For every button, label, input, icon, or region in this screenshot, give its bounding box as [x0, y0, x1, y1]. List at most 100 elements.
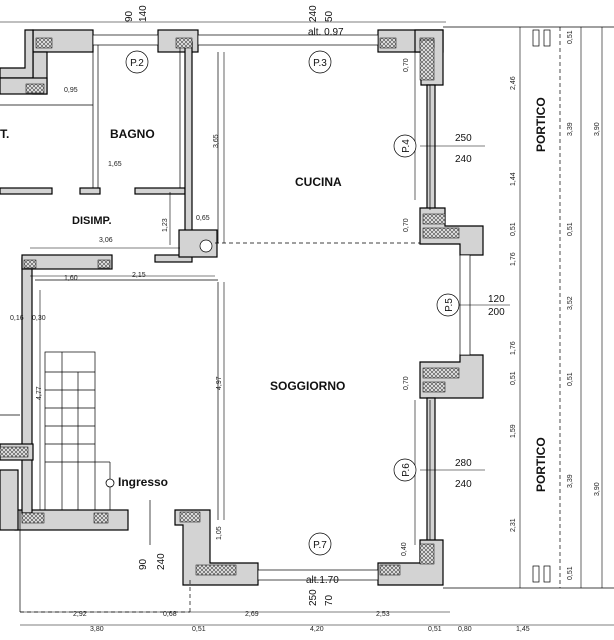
wall-entry-left — [21, 257, 33, 514]
wall-disimp-bottom — [21, 254, 113, 270]
room-label-soggiorno: SOGGIORNO — [270, 379, 345, 393]
opening-tag-p6: P.6 — [393, 458, 417, 482]
dim-label: 3,52 — [567, 296, 574, 310]
p6-width: 280 — [455, 458, 472, 469]
opening-tag-p2-text: P.2 — [130, 58, 144, 69]
room-label-cucina: CUCINA — [295, 175, 342, 189]
dimension-lines — [0, 21, 614, 626]
stair-outline — [44, 351, 96, 511]
wall-right-upper — [426, 84, 436, 211]
entry-opening-height: 240 — [156, 553, 167, 570]
opening-tag-p5: P.5 — [436, 293, 460, 317]
entry-opening-width: 90 — [138, 558, 149, 570]
dim-label: 0,51 — [567, 30, 574, 44]
dim-label: 2,15 — [132, 272, 146, 279]
opening-tag-p3-text: P.3 — [313, 58, 327, 69]
dim-label: 0,16 — [10, 315, 24, 322]
room-label-portico-top: PORTICO — [534, 97, 548, 152]
opening-tag-p7: P.7 — [308, 532, 332, 556]
dim-label: 0,65 — [196, 215, 210, 222]
dim-label: 3,80 — [90, 626, 104, 633]
entry-marker — [105, 478, 115, 488]
dim-label: 3,06 — [99, 237, 113, 244]
dim-label: 1,44 — [510, 172, 517, 186]
bottom-opening-width: 250 — [308, 589, 319, 606]
dim-label: 1,65 — [108, 161, 122, 168]
dim-label: 1,76 — [510, 341, 517, 355]
dim-label: 1,76 — [510, 252, 517, 266]
dim-label: 0,80 — [458, 626, 472, 633]
dim-label: 1,05 — [216, 526, 223, 540]
dim-label: 0,30 — [32, 315, 46, 322]
opening-tag-p6-text: P.6 — [401, 463, 412, 477]
dim-label: 4,97 — [216, 376, 223, 390]
dim-label: 2,92 — [73, 611, 87, 618]
dim-label: 4,77 — [36, 386, 43, 400]
p6-height: 240 — [455, 479, 472, 490]
dim-label: 0,70 — [403, 376, 410, 390]
dim-label: 2,53 — [376, 611, 390, 618]
dim-label: 3,39 — [567, 474, 574, 488]
sill-height-top: alt. 0.97 — [308, 27, 344, 38]
dim-label: 0,68 — [163, 611, 177, 618]
wall-disimp-top-left — [0, 187, 53, 195]
p5-width: 120 — [488, 294, 505, 305]
p4-width: 250 — [455, 133, 472, 144]
wall-bagno-right — [179, 41, 186, 193]
windows — [92, 34, 431, 581]
p4-height: 240 — [455, 154, 472, 165]
wall-disimp-top-mid — [79, 187, 101, 195]
top-opening-width: 240 — [308, 5, 319, 22]
opening-tag-p2: P.2 — [125, 50, 149, 74]
top-left-opening-width: 90 — [124, 10, 135, 22]
dim-label: 0,51 — [567, 222, 574, 236]
dim-label: 4,20 — [310, 626, 324, 633]
dim-label: 3,90 — [594, 122, 601, 136]
dim-label: 3,39 — [567, 122, 574, 136]
opening-tag-p7-text: P.7 — [313, 540, 327, 551]
top-opening-height: 50 — [324, 10, 335, 22]
dim-label: 0,51 — [192, 626, 206, 633]
column-circle — [199, 239, 213, 253]
dim-label: 0,51 — [567, 372, 574, 386]
wall-bagno-left — [92, 41, 99, 193]
room-label-portico-bottom: PORTICO — [534, 437, 548, 492]
dim-label: 0,51 — [428, 626, 442, 633]
wall-disimp-bottom-right — [154, 254, 193, 263]
opening-tag-p4: P.4 — [393, 134, 417, 158]
dimension-labels: 0,95 1,65 3,65 0,65 1,23 3,06 1,60 2,15 … — [10, 30, 601, 633]
wall-upper-left-outer — [0, 29, 34, 79]
top-left-opening-height: 140 — [138, 5, 149, 22]
dim-label: 0,70 — [403, 58, 410, 72]
room-label-partial: T. — [0, 127, 9, 141]
dim-label: 1,45 — [516, 626, 530, 633]
wall-disimp-top-right — [134, 187, 186, 195]
sill-height-bottom: alt.1.70 — [306, 575, 339, 586]
dim-label: 1,60 — [64, 275, 78, 282]
room-label-disimp: DISIMP. — [72, 215, 112, 227]
wall-kitchen-left — [184, 41, 193, 256]
dim-label: 1,23 — [162, 218, 169, 232]
stair-treads — [45, 352, 111, 510]
dim-label: 3,90 — [594, 482, 601, 496]
dim-label: 0,70 — [403, 218, 410, 232]
dim-label: 0,95 — [64, 87, 78, 94]
dim-label: 3,65 — [213, 134, 220, 148]
dim-label: 1,59 — [510, 424, 517, 438]
dim-label: 2,31 — [510, 518, 517, 532]
opening-tag-p5-text: P.5 — [444, 298, 455, 312]
opening-tag-p4-text: P.4 — [401, 139, 412, 153]
dim-label: 0,51 — [510, 371, 517, 385]
dim-label: 2,46 — [510, 76, 517, 90]
wall-right-lower — [426, 397, 436, 544]
hatch-blocks — [0, 37, 460, 576]
walls — [0, 29, 484, 586]
wall-left-bottom — [0, 469, 19, 531]
p5-height: 200 — [488, 307, 505, 318]
dim-label: 0,40 — [401, 542, 408, 556]
dim-label: 0,51 — [510, 222, 517, 236]
bottom-opening-height: 70 — [324, 594, 335, 606]
porch-outline — [443, 26, 614, 589]
dim-label: 0,51 — [567, 566, 574, 580]
